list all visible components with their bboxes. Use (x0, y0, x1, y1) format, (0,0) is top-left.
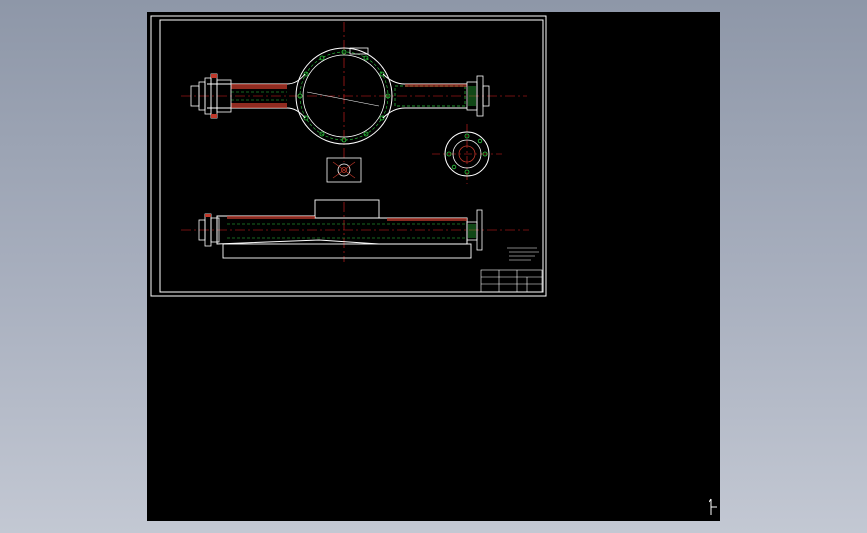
sheet-outer-border (150, 15, 547, 297)
title-block (480, 269, 543, 293)
sheet-inner-border (159, 19, 544, 293)
drawing-viewport[interactable] (147, 12, 720, 521)
cad-drawing (150, 15, 547, 297)
front-section-view (181, 22, 527, 162)
right-flange (466, 75, 490, 117)
top-view (181, 199, 529, 262)
ucs-axis-icon[interactable] (708, 498, 719, 516)
flange-detail-view (432, 124, 502, 184)
technical-notes (507, 247, 539, 261)
bracket-detail-view (326, 157, 362, 183)
bolt-holes (297, 49, 391, 143)
